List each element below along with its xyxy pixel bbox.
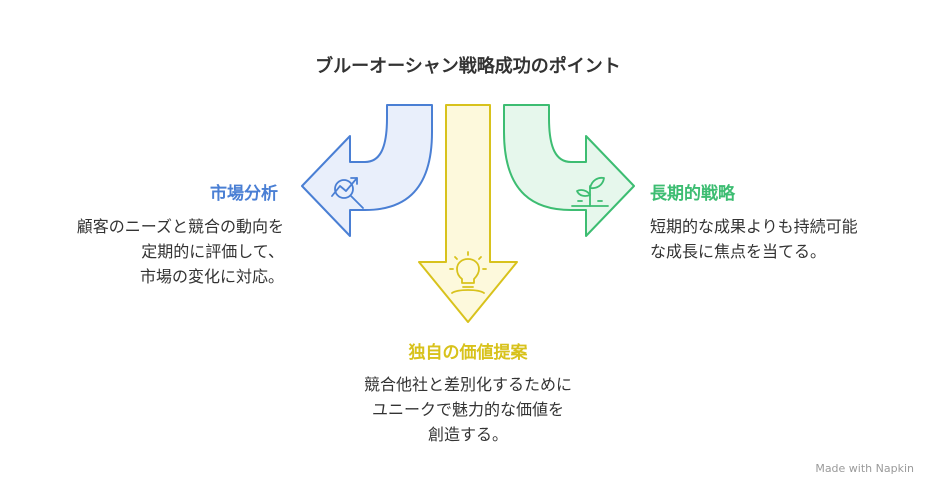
chart-trend-magnifier-icon bbox=[331, 177, 364, 209]
sprout-icon bbox=[571, 176, 609, 207]
diagram-title: ブルーオーシャン戦略成功のポイント bbox=[315, 56, 621, 77]
market-analysis-heading: 市場分析 bbox=[210, 184, 278, 204]
watermark-text: Made with Napkin bbox=[815, 462, 914, 475]
value-proposition-description: 競合他社と差別化するために ユニークで魅力的な価値を 創造する。 bbox=[363, 375, 572, 444]
long-term-strategy-heading: 長期的戦略 bbox=[650, 184, 735, 204]
napkin-watermark[interactable]: Made with Napkin bbox=[815, 462, 914, 475]
market-analysis-description: 顧客のニーズと競合の動向を 定期的に評価して、 市場の変化に対応。 bbox=[76, 217, 284, 286]
lightbulb-icon bbox=[449, 251, 487, 294]
value-proposition-heading: 独自の価値提案 bbox=[408, 343, 528, 363]
center-down-arrow bbox=[418, 104, 518, 323]
right-curved-arrow bbox=[503, 104, 635, 237]
long-term-strategy-description: 短期的な成果よりも持続可能 な成長に焦点を当てる。 bbox=[650, 217, 858, 261]
left-curved-arrow bbox=[301, 104, 433, 237]
